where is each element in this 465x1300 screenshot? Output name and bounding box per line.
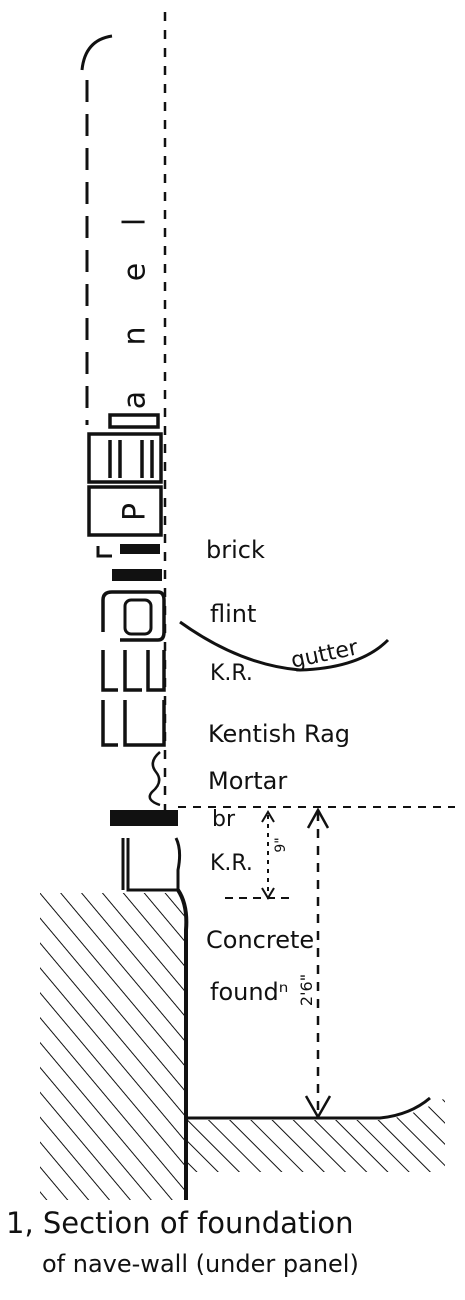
left-ground-hatch: [40, 893, 185, 1200]
brick-left-ledge: [96, 546, 112, 558]
panel-letters: P a n e l: [118, 218, 153, 521]
br-course: [110, 810, 178, 826]
dim-small-label: 9": [273, 837, 289, 852]
dim-large-label: 2'6": [297, 974, 316, 1006]
flint-block: [101, 590, 166, 642]
dim-large-arrow-bottom: [304, 1095, 332, 1120]
label-concrete: Concrete: [206, 926, 314, 954]
kr-lower-block: [121, 837, 182, 892]
panel-letter-n: n: [118, 326, 153, 345]
right-ground-line: [188, 1096, 431, 1120]
label-mortar: Mortar: [208, 767, 287, 795]
dim-large-arrow-top: [306, 807, 330, 829]
caption-line-1: 1, Section of foundation: [6, 1206, 354, 1240]
wall-face-line: [176, 888, 189, 1200]
panel-letter-a: a: [118, 391, 153, 409]
label-br: br: [212, 807, 236, 832]
panel-letter-e: e: [118, 263, 153, 281]
brick-course-upper-b: [112, 569, 162, 581]
label-kr-upper: K.R.: [210, 661, 253, 686]
label-foundn: foundⁿ: [210, 978, 288, 1006]
panel-base-blocks: [87, 413, 163, 537]
panel-outline: [80, 34, 113, 71]
panel-letter-p: P: [118, 503, 153, 521]
panel-letter-l: l: [118, 218, 153, 226]
label-flint: flint: [210, 600, 256, 628]
dim-small-arrow-bottom: [261, 887, 275, 900]
brick-course-upper-a: [120, 544, 160, 554]
label-kr-lower: K.R.: [210, 851, 253, 876]
kr-block: [101, 650, 166, 692]
mortar-squiggle: [148, 751, 161, 807]
gutter-line: [179, 620, 390, 672]
caption-line-2: of nave-wall (under panel): [42, 1250, 359, 1278]
kentish-rag-block: [101, 700, 166, 747]
right-ground-hatch: [188, 1098, 445, 1172]
label-brick: brick: [206, 536, 265, 564]
dim-small-arrow-top: [261, 810, 275, 823]
label-kentish-rag: Kentish Rag: [208, 720, 350, 748]
